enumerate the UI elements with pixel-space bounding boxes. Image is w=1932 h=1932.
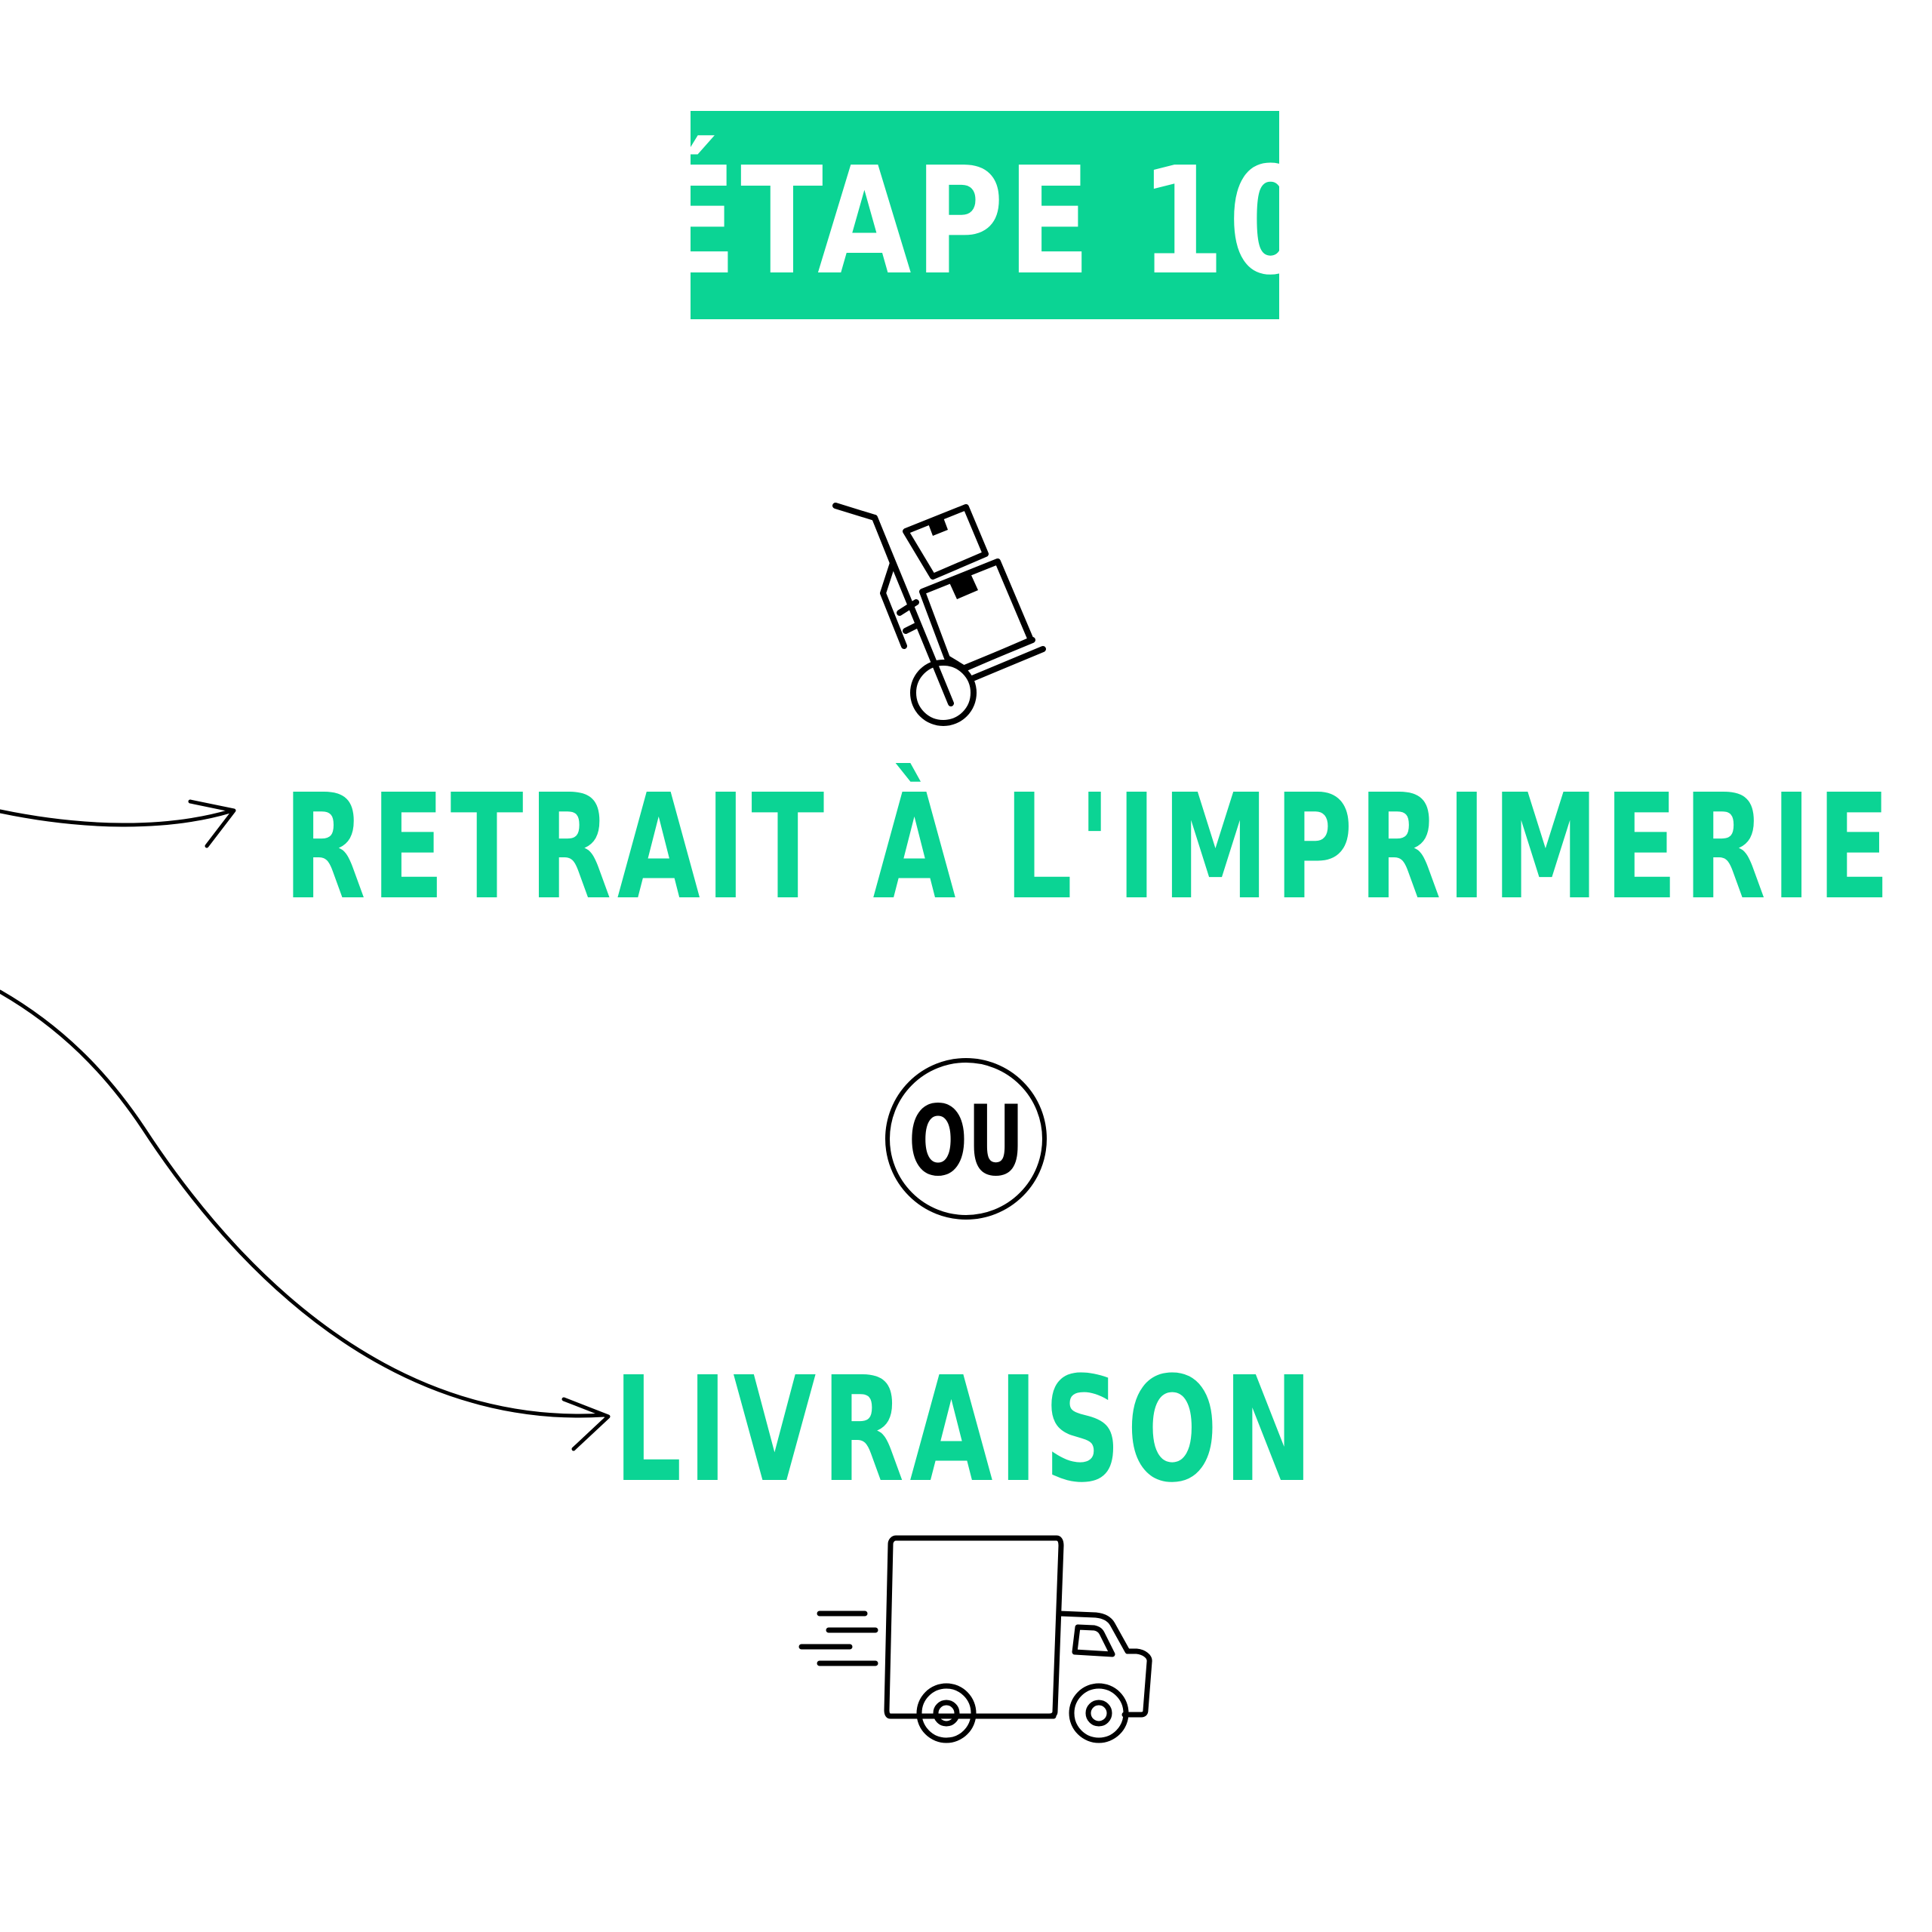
step-title: ÉTAPE 10 xyxy=(654,136,1316,308)
delivery-label-text: LIVRAISON xyxy=(613,1346,1319,1515)
pickup-label: RETRAIT À L'IMPRIMERIE xyxy=(0,776,1932,921)
or-label: OU xyxy=(908,1085,1024,1198)
pickup-label-text: RETRAIT À L'IMPRIMERIE xyxy=(283,764,1897,932)
delivery-label: LIVRAISON xyxy=(0,1358,1932,1503)
hand-truck-icon xyxy=(832,503,1046,726)
curved-arrow-bottom-icon xyxy=(0,989,611,1451)
or-badge: OU xyxy=(885,1058,1047,1220)
step-banner: ÉTAPE 10 xyxy=(654,111,1312,319)
delivery-truck-icon xyxy=(798,1535,1152,1743)
curved-arrow-top-icon xyxy=(0,799,236,848)
